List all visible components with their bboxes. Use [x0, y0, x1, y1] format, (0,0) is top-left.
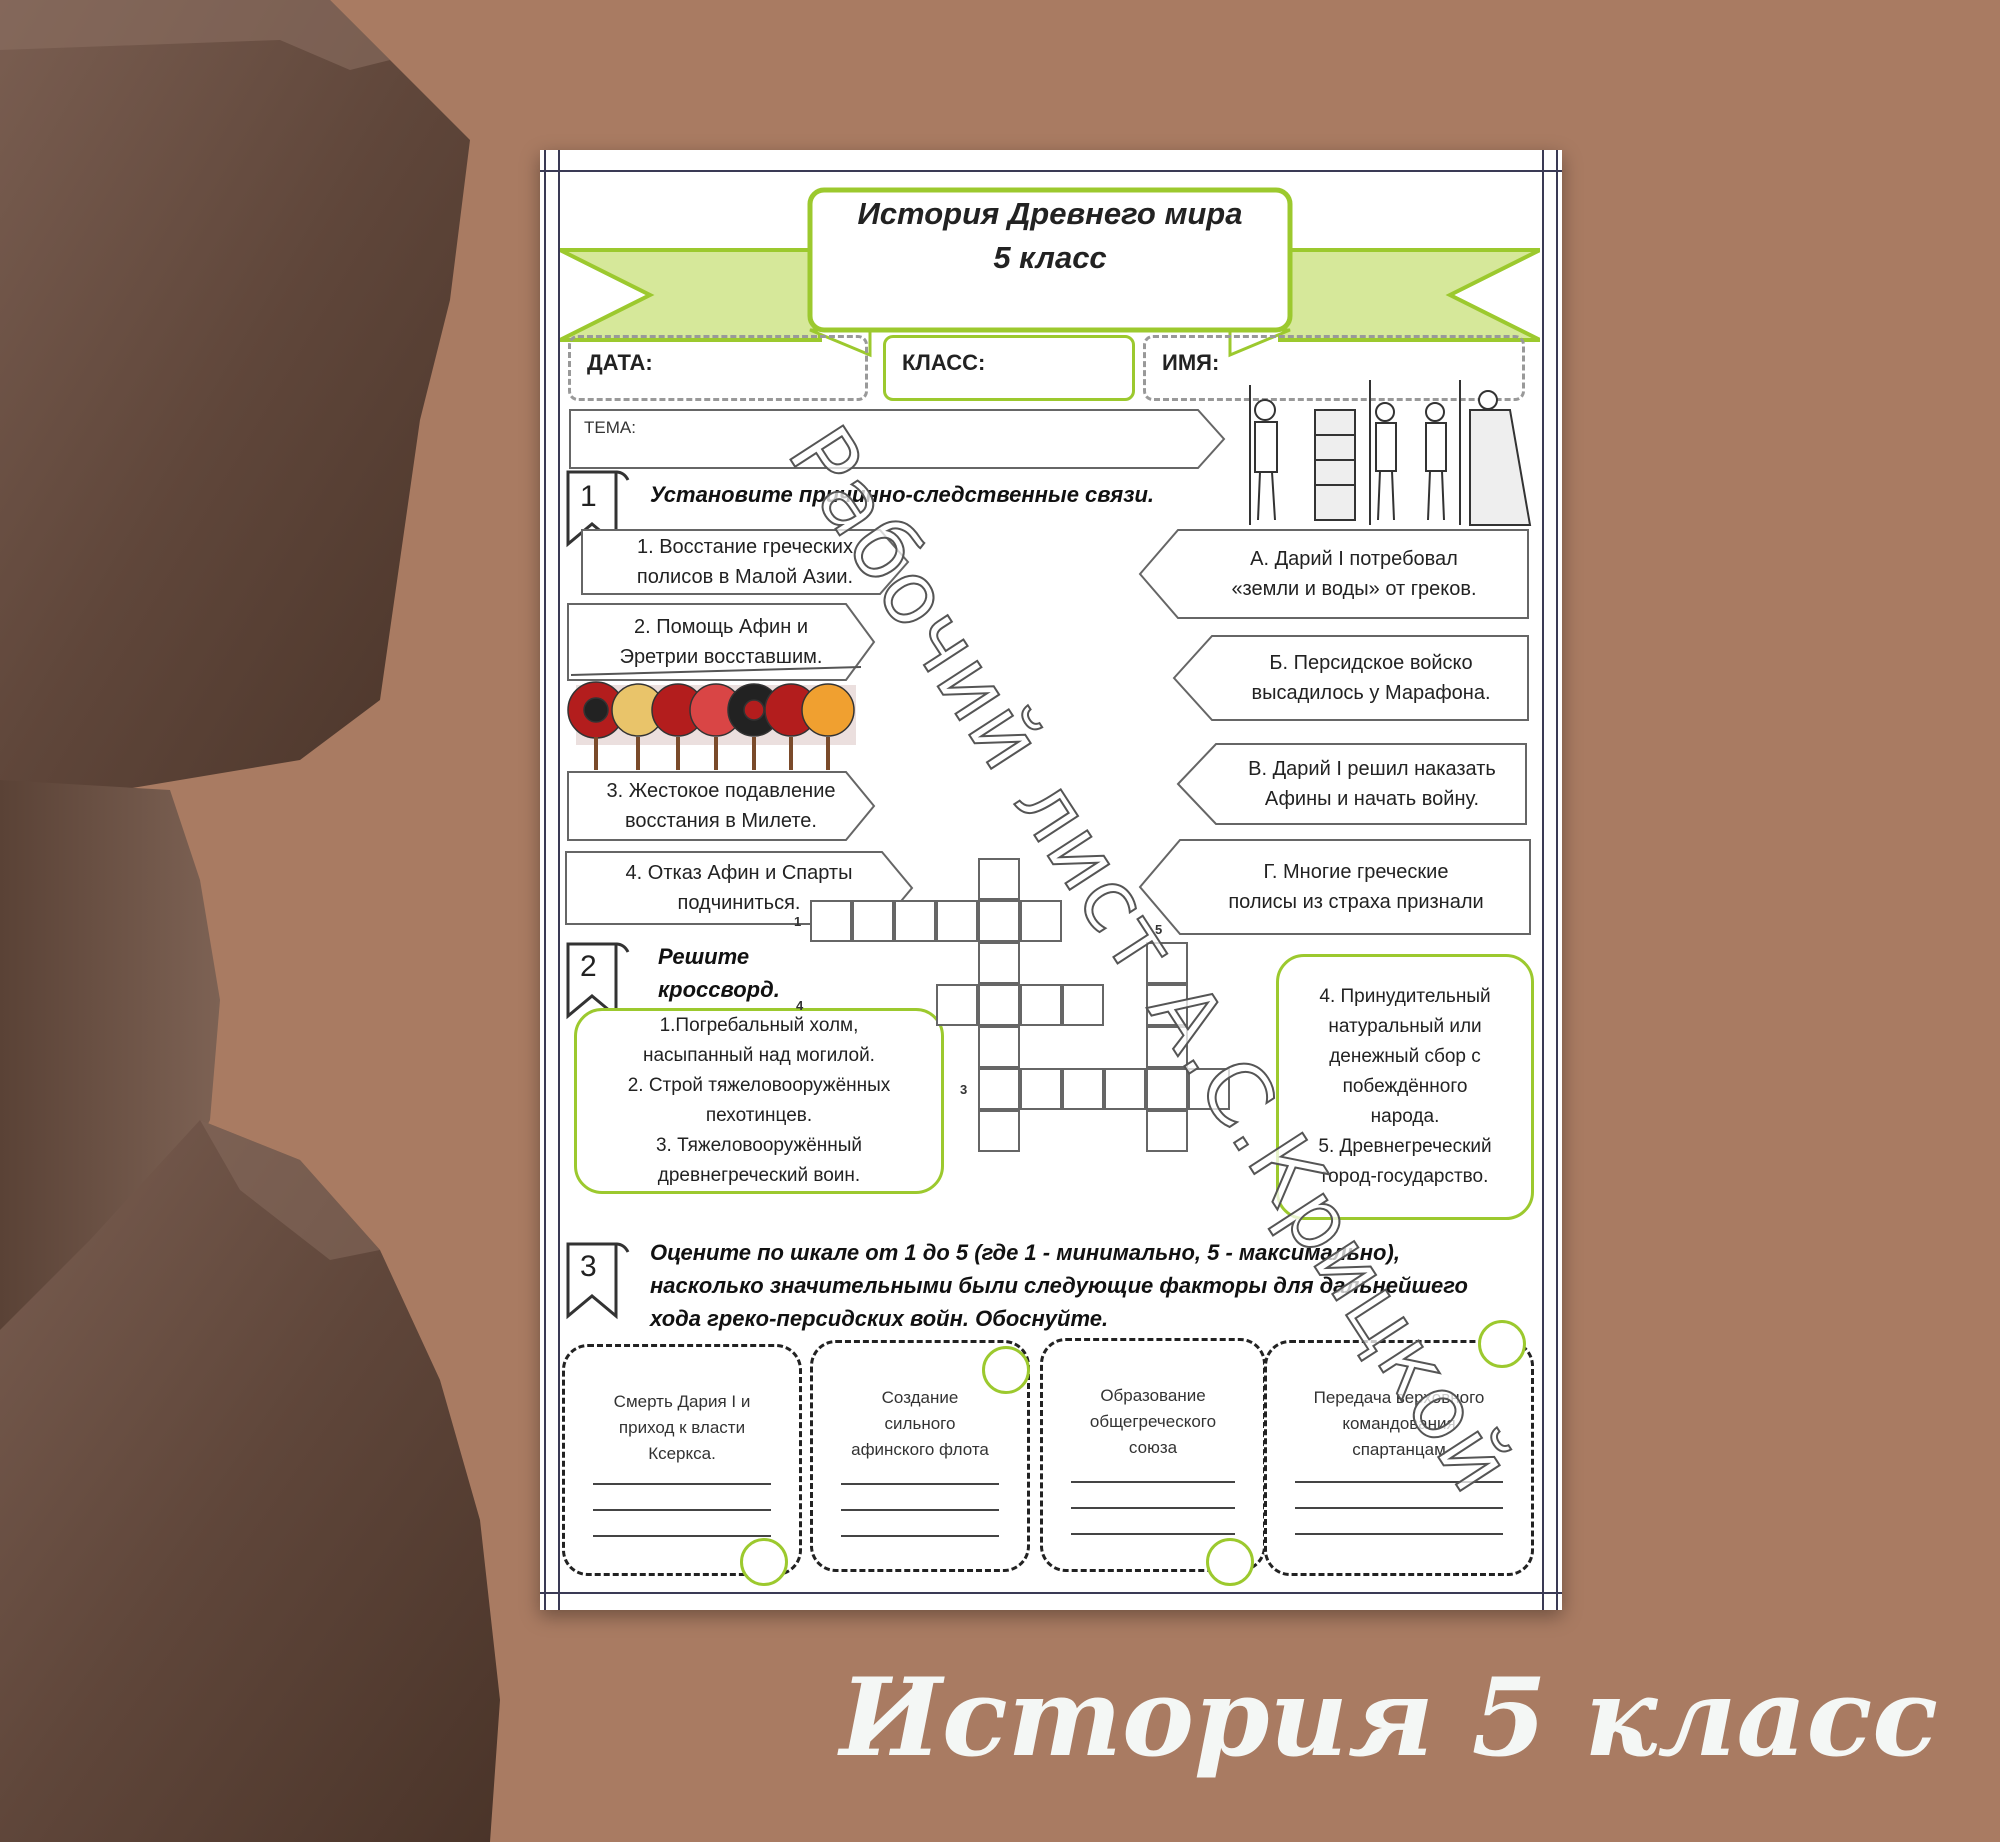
effect-card-g[interactable]: Г. Многие греческие полисы из страха при…: [1138, 838, 1532, 936]
date-label: ДАТА:: [587, 350, 653, 375]
crossword-cell[interactable]: [1146, 942, 1188, 984]
cause-card-2[interactable]: 2. Помощь Афин и Эретрии восставшим.: [566, 602, 876, 682]
name-label: ИМЯ:: [1162, 350, 1220, 375]
rating-box-1[interactable]: Смерть Дария I и приход к власти Ксеркса…: [562, 1344, 802, 1576]
title-line-1: История Древнего мира: [857, 196, 1243, 231]
score-circle[interactable]: [1206, 1538, 1254, 1586]
effect-card-a[interactable]: А. Дарий I потребовал «земли и воды» от …: [1138, 528, 1530, 620]
cause-card-1[interactable]: 1. Восстание греческих полисов в Малой А…: [580, 528, 910, 596]
crossword-number-5: 5: [1155, 922, 1163, 937]
task2-number: 2: [580, 950, 597, 983]
crossword-cell[interactable]: [1020, 984, 1062, 1026]
crossword-cell[interactable]: [978, 1068, 1020, 1110]
date-field[interactable]: ДАТА:: [568, 335, 868, 401]
rating-box-3[interactable]: Образование общегреческого союза: [1040, 1338, 1266, 1572]
name-field[interactable]: ИМЯ:: [1143, 335, 1525, 401]
score-circle[interactable]: [982, 1346, 1030, 1394]
crossword-cell[interactable]: [1062, 984, 1104, 1026]
effect-text-a: А. Дарий I потребовал «земли и воды» от …: [1231, 548, 1477, 600]
crossword-cell[interactable]: [1020, 900, 1062, 942]
crossword-number-4: 4: [796, 998, 804, 1013]
crossword-cell[interactable]: [810, 900, 852, 942]
crossword-cell[interactable]: [1146, 1026, 1188, 1068]
crossword-cell[interactable]: [936, 900, 978, 942]
crossword-grid: 1 2 4 5 3: [794, 858, 1350, 1230]
effect-text-v: В. Дарий I решил наказать Афины и начать…: [1248, 758, 1496, 810]
task1-title: Установите причинно-следственные связи.: [650, 482, 1155, 507]
factor-text-1: Смерть Дария I и приход к власти Ксеркса…: [613, 1392, 751, 1463]
score-circle[interactable]: [1478, 1320, 1526, 1368]
task1-number: 1: [580, 480, 597, 513]
crossword-cell[interactable]: [978, 942, 1020, 984]
effect-text-b: Б. Персидское войско высадилось у Марафо…: [1251, 652, 1491, 704]
cause-text-4: 4. Отказ Афин и Спарты подчиниться.: [625, 862, 853, 914]
crossword-cell[interactable]: [978, 1026, 1020, 1068]
worksheet-page: История Древнего мира 5 класс ДАТА: КЛАС…: [540, 150, 1562, 1610]
cause-text-3: 3. Жестокое подавление восстания в Милет…: [606, 780, 836, 832]
crossword-cell[interactable]: [1146, 1068, 1188, 1110]
cause-card-3[interactable]: 3. Жестокое подавление восстания в Милет…: [566, 770, 876, 842]
hoplite-phalanx-icon: [567, 666, 862, 770]
crossword-cell[interactable]: [1146, 1110, 1188, 1152]
rating-box-4[interactable]: Передача верховного командования спартан…: [1264, 1340, 1534, 1576]
crossword-clues-right: 4. Принудительный натуральный или денежн…: [1276, 954, 1534, 1220]
crossword-clues-left: 1.Погребальный холм, насыпанный над моги…: [574, 1008, 944, 1194]
product-caption: История 5 класс: [839, 1655, 1938, 1781]
task3-title: Оцените по шкале от 1 до 5 (где 1 - мини…: [650, 1240, 1468, 1331]
task2-title: Решите кроссворд.: [658, 944, 780, 1002]
class-label: КЛАСС:: [902, 350, 986, 375]
crossword-cell[interactable]: [978, 858, 1020, 900]
bookmark-ribbon-icon: [566, 1242, 630, 1320]
cause-text-1: 1. Восстание греческих полисов в Малой А…: [636, 536, 854, 588]
crossword-cell[interactable]: [978, 900, 1020, 942]
factor-text-4: Передача верховного командования спартан…: [1313, 1388, 1485, 1459]
bookmark-ribbon-icon: [566, 942, 630, 1020]
crossword-cell[interactable]: [1188, 1068, 1230, 1110]
topic-field[interactable]: [568, 408, 1228, 470]
effect-card-b[interactable]: Б. Персидское войско высадилось у Марафо…: [1172, 634, 1530, 722]
crossword-cell[interactable]: [894, 900, 936, 942]
effect-text-g: Г. Многие греческие полисы из страха при…: [1228, 861, 1484, 913]
crossword-cell[interactable]: [936, 984, 978, 1026]
title-line-2: 5 класс: [993, 240, 1107, 275]
factor-text-2: Создание сильного афинского флота: [851, 1388, 989, 1459]
topic-label: ТЕМА:: [584, 418, 636, 437]
worksheet-title: История Древнего мира 5 класс: [810, 192, 1290, 280]
factor-text-3: Образование общегреческого союза: [1089, 1386, 1217, 1457]
crossword-cell[interactable]: [1020, 1068, 1062, 1110]
crossword-number-1: 1: [794, 914, 802, 929]
crossword-number-3: 3: [960, 1082, 968, 1097]
task3-number: 3: [580, 1250, 597, 1283]
crossword-cell[interactable]: [1146, 984, 1188, 1026]
crossword-cell[interactable]: [1104, 1068, 1146, 1110]
warrior-illustration-icon: [1249, 380, 1532, 526]
title-banner: [560, 187, 1540, 358]
class-field[interactable]: КЛАСС:: [883, 335, 1135, 401]
crossword-cell[interactable]: [978, 984, 1020, 1026]
effect-card-v[interactable]: В. Дарий I решил наказать Афины и начать…: [1176, 742, 1528, 826]
crossword-cell[interactable]: [852, 900, 894, 942]
cause-text-2: 2. Помощь Афин и Эретрии восставшим.: [619, 616, 823, 668]
crossword-cell[interactable]: [978, 1110, 1020, 1152]
crossword-cell[interactable]: [1062, 1068, 1104, 1110]
score-circle[interactable]: [740, 1538, 788, 1586]
